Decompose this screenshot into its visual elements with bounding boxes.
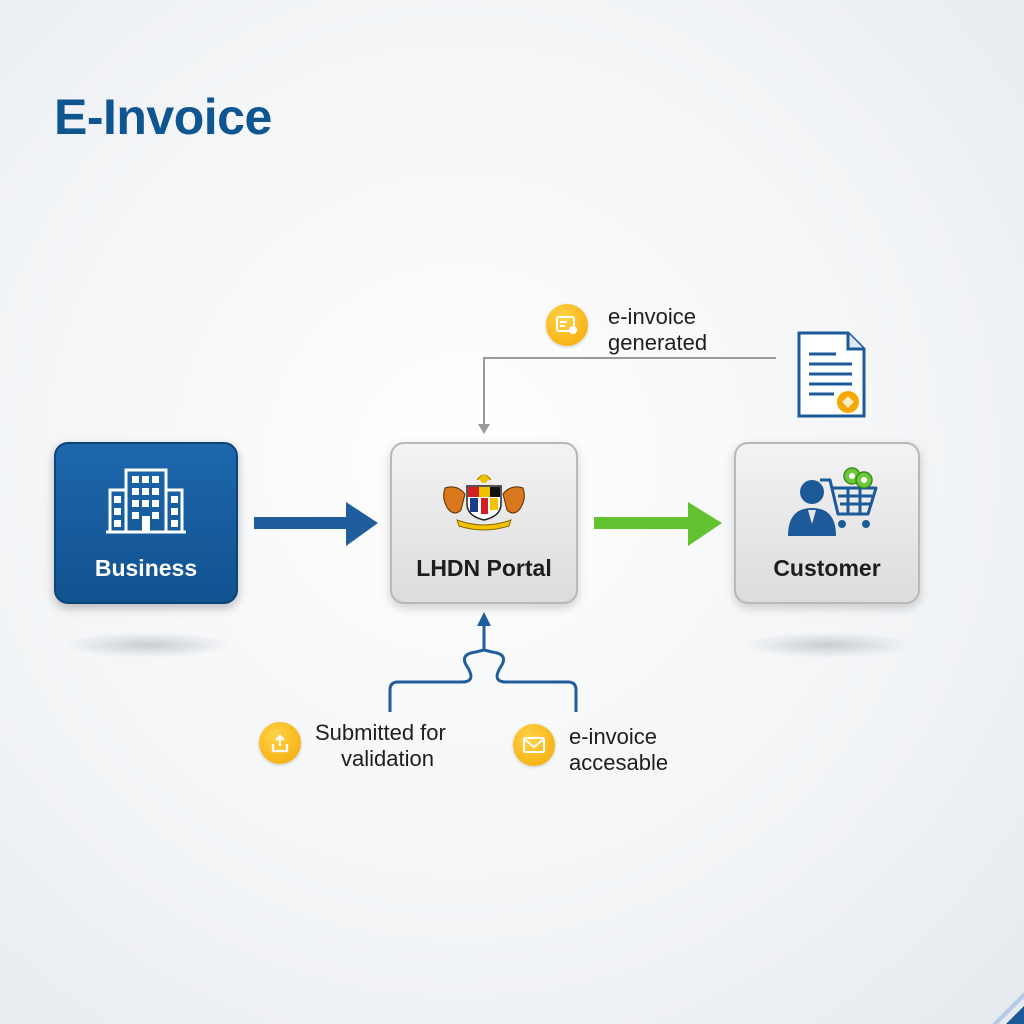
connector-validation <box>388 612 578 712</box>
business-node[interactable]: Business <box>54 442 238 604</box>
step-submitted-line1: Submitted for <box>315 720 446 745</box>
office-building-icon <box>104 464 188 541</box>
corner-stripe-decoration <box>992 992 1024 1024</box>
envelope-icon <box>513 724 555 766</box>
arrow-business-to-portal <box>254 502 378 546</box>
customer-node[interactable]: Customer <box>734 442 920 604</box>
customer-shadow <box>742 632 912 658</box>
step-generated-line1: e-invoice <box>608 304 697 329</box>
customer-label: Customer <box>773 555 881 581</box>
step-generated: e-invoice generated <box>546 304 707 356</box>
step-generated-line2: generated <box>608 330 708 355</box>
step-accessible-line2: accesable <box>569 750 669 775</box>
invoice-document-icon <box>796 330 868 425</box>
upload-tray-icon <box>259 722 301 764</box>
arrow-portal-to-customer <box>594 502 722 546</box>
business-label: Business <box>94 555 198 581</box>
invoice-card-icon <box>546 304 588 346</box>
step-submitted: Submitted for validation <box>259 720 446 772</box>
coat-of-arms-icon <box>439 470 529 537</box>
page-title: E-Invoice <box>54 89 272 145</box>
step-submitted-line2: validation <box>341 746 434 771</box>
step-accessible-line1: e-invoice <box>569 724 658 749</box>
lhdn-portal-label: LHDN Portal <box>416 555 552 581</box>
shopping-customer-icon <box>772 462 882 541</box>
lhdn-portal-node[interactable]: LHDN Portal <box>390 442 578 604</box>
connector-generated <box>478 357 776 434</box>
step-accessible: e-invoice accesable <box>513 724 668 776</box>
business-shadow <box>64 632 234 658</box>
